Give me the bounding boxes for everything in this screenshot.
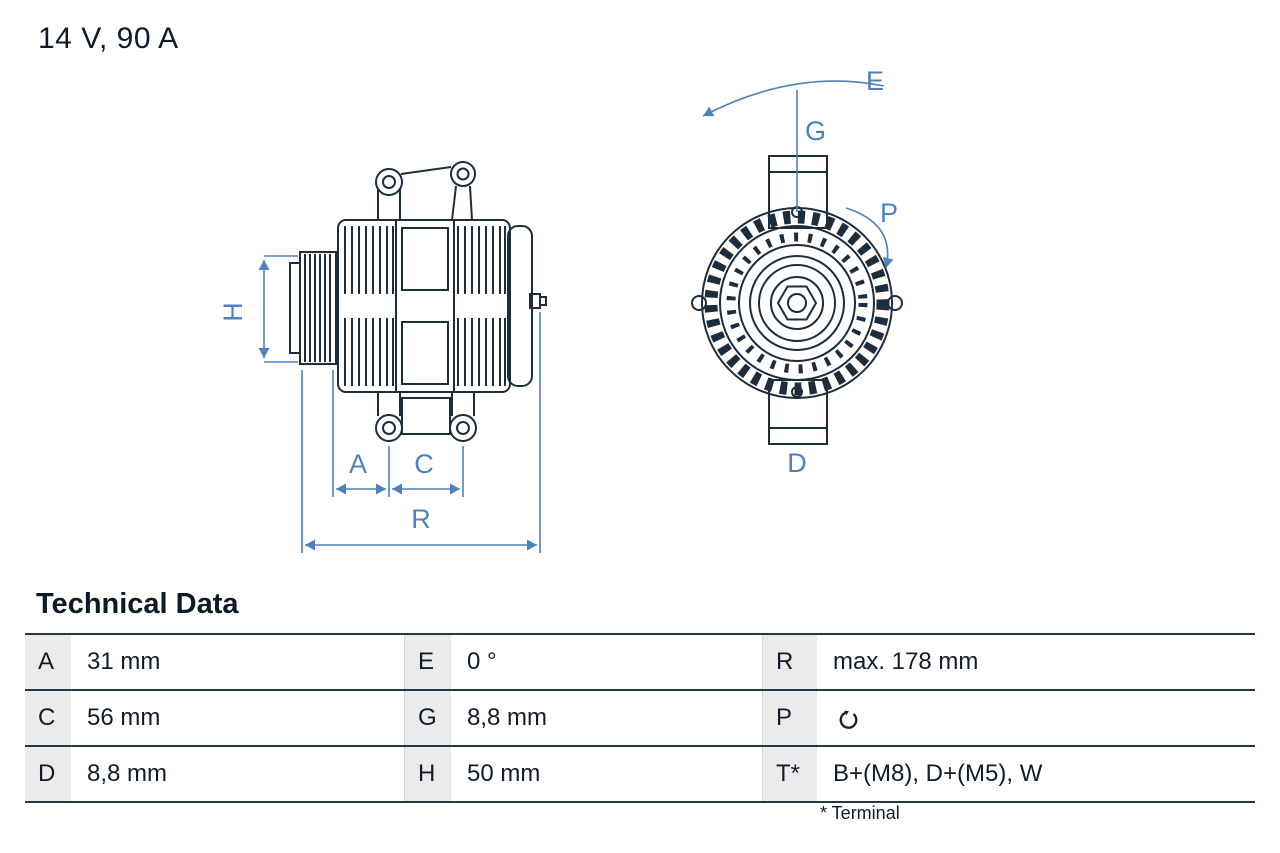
- dim-e-arc: [702, 80, 885, 117]
- terminal-footnote: * Terminal: [820, 803, 900, 823]
- bottom-foot-right-eyelet: [449, 414, 477, 442]
- shaft-center-hole: [787, 293, 807, 313]
- front-view-dimensions: [702, 80, 894, 269]
- terminal-tip: [539, 296, 547, 306]
- cooling-fins-front: [344, 226, 394, 386]
- bottom-foot-left-hole: [382, 421, 396, 435]
- dim-value-t: B+(M8), D+(M5), W: [833, 760, 1043, 787]
- dim-value-d: 8,8 mm: [71, 747, 405, 801]
- dim-key-e: E: [405, 635, 451, 689]
- bottom-foot-left-eyelet: [375, 414, 403, 442]
- front-view-dimension-labels: E G P D: [787, 66, 898, 478]
- pulley-nut-boss: [770, 276, 824, 330]
- left-ear-hole: [691, 295, 707, 311]
- side-view-dimensions: [258, 255, 541, 553]
- dim-key-t: T*: [763, 747, 817, 801]
- table-row: C 56 mm G 8,8 mm P: [25, 691, 1255, 747]
- housing-outline: [337, 219, 511, 393]
- bottom-foot-right-hole: [456, 421, 470, 435]
- dim-key-r: R: [763, 635, 817, 689]
- bottom-mount-hole: [791, 386, 803, 398]
- front-ring-4: [758, 264, 836, 342]
- top-lug-left-arm: [377, 188, 401, 220]
- clockwise-rotation-icon: [839, 710, 858, 729]
- top-lug-left-eyelet: [375, 168, 403, 196]
- bottom-feet-arms: [377, 392, 475, 416]
- bottom-bracket: [401, 397, 451, 435]
- dim-label-h: H: [218, 302, 248, 322]
- dim-value-e: 0 °: [451, 635, 763, 689]
- top-mount-block: [768, 155, 828, 229]
- dim-label-a: A: [349, 449, 367, 479]
- side-view-dimension-labels: H A C R: [218, 302, 434, 534]
- table-row: D 8,8 mm H 50 mm T* B+(M8), D+(M5), W: [25, 747, 1255, 801]
- dim-value-r: max. 178 mm: [833, 648, 979, 675]
- dim-r-extensions: [301, 312, 541, 553]
- dim-label-e: E: [866, 66, 884, 96]
- dim-value-h: 50 mm: [451, 747, 763, 801]
- dim-label-d: D: [787, 448, 807, 478]
- dim-p-rotation-arrow: [845, 207, 894, 269]
- right-ear-hole: [887, 295, 903, 311]
- dim-key-p: P: [763, 691, 817, 745]
- dim-label-r: R: [411, 504, 431, 534]
- dim-value-g: 8,8 mm: [451, 691, 763, 745]
- dim-key-c: C: [25, 691, 71, 745]
- vent-slot-ring: [726, 232, 868, 374]
- technical-data-table: A 31 mm E 0 ° R max. 178 mm C 56 mm G 8,…: [25, 633, 1255, 803]
- technical-drawing: H A C R: [218, 66, 903, 553]
- side-view: [289, 161, 547, 442]
- table-heading: Technical Data: [36, 588, 239, 620]
- belt-pulley: [299, 251, 337, 365]
- top-lug-right-eyelet: [450, 161, 476, 187]
- fan-teeth-ring: [704, 210, 890, 396]
- hex-nut: [776, 285, 818, 321]
- top-lug-left-hole: [382, 175, 396, 189]
- bottom-mount-block: [768, 379, 828, 445]
- dim-label-g: G: [805, 116, 826, 146]
- pulley-grooves: [304, 254, 331, 362]
- rear-end-cap: [507, 225, 533, 387]
- dim-key-d: D: [25, 747, 71, 801]
- dim-key-g: G: [405, 691, 451, 745]
- top-lug-right-arm: [400, 166, 473, 221]
- front-ring-1: [719, 225, 875, 381]
- front-ring-3: [749, 255, 845, 351]
- page-title: 14 V, 90 A: [38, 22, 179, 55]
- dim-key-a: A: [25, 635, 71, 689]
- stator-window-bottom: [401, 321, 449, 385]
- front-ring-2: [738, 244, 856, 362]
- dim-key-h: H: [405, 747, 451, 801]
- dim-h-extensions: [264, 255, 298, 363]
- pulley-shaft: [289, 262, 301, 354]
- cooling-fins-rear: [457, 226, 506, 386]
- dim-value-p: [817, 691, 1255, 745]
- dim-value-a: 31 mm: [71, 635, 405, 689]
- stator-window-top: [401, 227, 449, 291]
- dim-label-c: C: [414, 449, 434, 479]
- dim-ac-extensions: [332, 370, 464, 497]
- top-lug-right-hole: [456, 167, 470, 181]
- dim-value-c: 56 mm: [71, 691, 405, 745]
- table-row: A 31 mm E 0 ° R max. 178 mm: [25, 635, 1255, 691]
- dim-label-p: P: [880, 198, 898, 228]
- stator-section: [395, 219, 455, 393]
